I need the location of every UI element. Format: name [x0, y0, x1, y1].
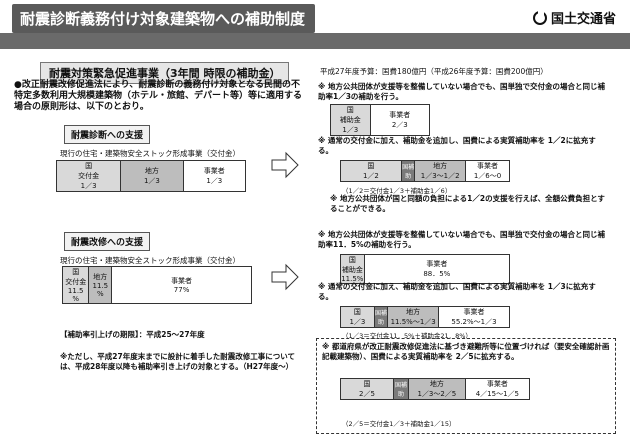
diag-program: 現行の住宅・建築物安全ストック形成事業（交付金） [60, 149, 240, 158]
diag-section-title: 耐震診断への支援 [64, 125, 151, 144]
note-5: ※ 通常の交付金に加え、補助金を追加し、国費による実質補助率を 1／3に拡充する… [318, 282, 596, 301]
note-2: ※ 通常の交付金に加え、補助金を追加し、国費による実質補助率を 1／2に拡充する… [318, 136, 596, 155]
note-6: ※ 都道府県が改正耐震改修促進法に基づき避難所等に位置づければ（要安全確認計画記… [322, 342, 610, 361]
arrow-right-icon [271, 151, 299, 179]
reno-program: 現行の住宅・建築物安全ストック形成事業（交付金） [60, 256, 240, 265]
header-band [0, 33, 630, 49]
shelter-box [316, 338, 616, 434]
note-3: ※ 地方公共団体が国と同額の負担による1／2の支援を行えば、全額公費負担とするこ… [330, 194, 605, 213]
note-4: ※ 地方公共団体が支援等を整備していない場合でも、国単独で交付金の場合と同じ補助… [318, 230, 605, 249]
intro-text: ●改正耐震改修促進法により、耐震診断の義務付け対象となる民間の不特定多数利用大規… [14, 80, 303, 112]
period-note: ※ただし、平成27年度末までに設計に着手した耐震改修工事については、平成28年度… [60, 352, 296, 371]
program-title: 耐震対策緊急促進事業（3年間 時限の補助金） [40, 62, 290, 84]
ministry-logo-icon [532, 9, 547, 25]
note-6b: （2／5＝交付金1／3＋補助金1／15） [342, 420, 456, 428]
arrow-right-icon [271, 263, 299, 291]
note-1: ※ 地方公共団体が支援等を整備していない場合でも、国単独で交付金の場合と同じ補助… [318, 82, 605, 101]
note-5b: （1／3＝交付金11．5%＋補助金21．8%） [342, 332, 472, 340]
budget-text: 平成27年度予算：国費180億円（平成26年度予算：国費200億円） [320, 67, 548, 76]
reno-section-title: 耐震改修への支援 [64, 232, 151, 251]
page-title: 耐震診断義務付け対象建築物への補助制度 [12, 4, 316, 33]
ministry-name: 国土交通省 [550, 12, 616, 27]
ministry-logo: 国土交通省 [532, 8, 616, 27]
note-2b: （1／2＝交付金1／3＋補助金1／6） [342, 187, 452, 195]
period-label: 【補助率引上げの期限】：平成25～27年度 [60, 330, 205, 339]
